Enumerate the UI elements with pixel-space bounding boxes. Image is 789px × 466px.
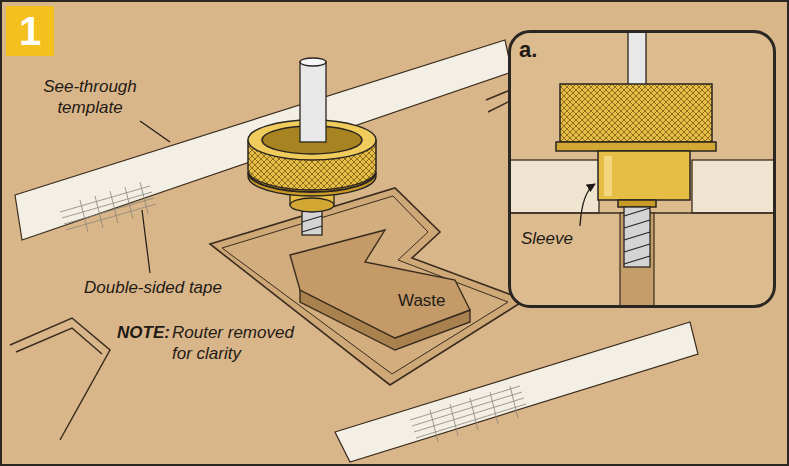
tape-texture	[60, 186, 156, 230]
guide-bushing	[248, 120, 376, 160]
guide-bushing	[248, 156, 376, 196]
detail-inset	[509, 31, 775, 307]
part-label: See-through template	[25, 76, 155, 119]
router-shaft	[300, 62, 326, 142]
detail-template	[509, 160, 775, 213]
guide-sleeve	[290, 198, 334, 212]
part-label: Waste	[398, 290, 446, 311]
detail-groove	[620, 213, 654, 307]
detail-shaft	[628, 31, 646, 86]
guide-bushing	[248, 120, 376, 196]
detail-bit	[624, 207, 650, 267]
detail-label: a.	[519, 37, 537, 63]
detail-bushing	[560, 84, 712, 142]
sleeve-leader	[580, 184, 595, 226]
detail-template	[692, 160, 775, 213]
guide-sleeve	[290, 175, 334, 205]
double-sided-tape	[335, 322, 698, 462]
router-bit	[302, 206, 322, 232]
tape-texture	[80, 182, 148, 232]
tape-texture	[60, 182, 526, 442]
detail-sleeve	[618, 200, 656, 207]
detail-bushing	[556, 142, 716, 151]
template-pocket	[222, 196, 508, 374]
detail-inset-panel: a. Sleeve	[508, 30, 776, 308]
part-label: Sleeve	[521, 229, 573, 249]
leader-lines	[142, 210, 150, 273]
double-sided-tape	[15, 40, 698, 462]
detail-sleeve	[598, 151, 690, 207]
template-pocket	[210, 188, 525, 385]
detail-shaft	[628, 31, 646, 86]
guide-bushing	[248, 140, 376, 170]
template-edges	[16, 328, 102, 354]
leader-lines	[140, 121, 170, 273]
detail-template	[509, 212, 775, 213]
step-number-box: 1	[6, 6, 54, 56]
detail-bit	[624, 207, 650, 267]
detail-inset	[509, 31, 775, 307]
sleeve-leader	[580, 184, 595, 226]
guide-bushing	[248, 170, 376, 190]
waste-piece	[300, 290, 470, 350]
step-number: 1	[19, 11, 41, 51]
guide-sleeve	[290, 175, 334, 212]
leader-lines	[140, 121, 170, 142]
detail-sleeve	[604, 156, 612, 196]
router-bit	[302, 205, 322, 235]
template-edges	[488, 96, 520, 112]
template-edges	[486, 86, 520, 100]
detail-sleeve	[598, 151, 690, 200]
part-label: Double-sided tape	[84, 277, 222, 298]
guide-bushing	[248, 172, 376, 192]
guide-bushing	[262, 126, 362, 154]
template-edges	[10, 86, 520, 440]
template-pocket	[210, 188, 525, 385]
router-shaft	[300, 58, 326, 142]
detail-groove	[620, 213, 654, 307]
waste-piece	[290, 230, 470, 338]
double-sided-tape	[15, 40, 512, 240]
note-heading: NOTE:	[117, 322, 170, 343]
waste-piece	[290, 230, 470, 350]
router-bit	[302, 205, 322, 235]
detail-bushing	[556, 84, 716, 151]
guide-bushing	[248, 140, 376, 170]
detail-template	[509, 160, 599, 213]
tape-texture	[430, 386, 518, 442]
template-edges	[10, 318, 110, 440]
note-text: Router removed for clarity	[172, 322, 307, 365]
tape-texture	[410, 386, 526, 438]
detail-bit	[624, 208, 650, 264]
router-shaft	[300, 58, 326, 66]
